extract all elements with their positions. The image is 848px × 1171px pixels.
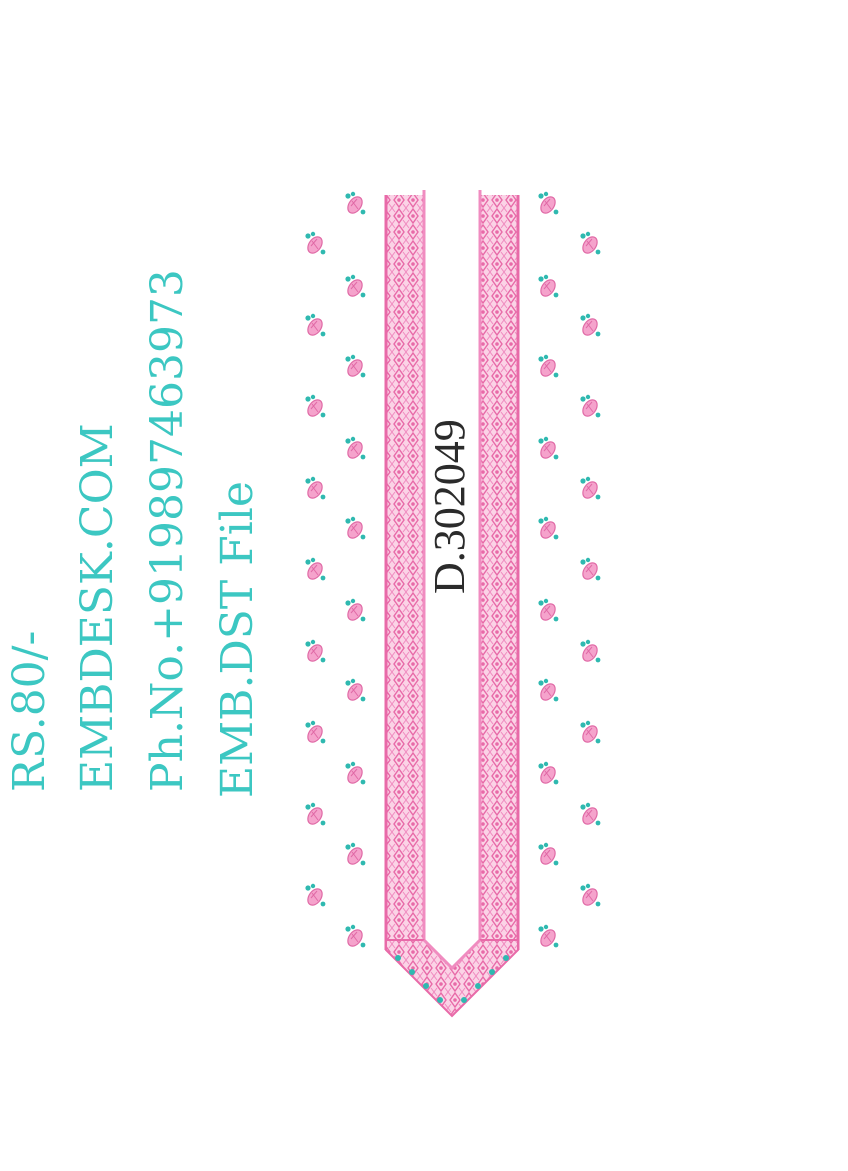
- right-motif-column-outer: [579, 231, 602, 909]
- right-motif-column-inner: [537, 191, 560, 950]
- neckline-v-point: [385, 938, 519, 1018]
- right-lace-border: [478, 190, 520, 950]
- left-lace-border: [384, 190, 426, 950]
- left-motif-column-inner: [344, 191, 366, 950]
- left-motif-column-outer: [304, 231, 326, 909]
- design-code-label: D.302049: [425, 419, 474, 594]
